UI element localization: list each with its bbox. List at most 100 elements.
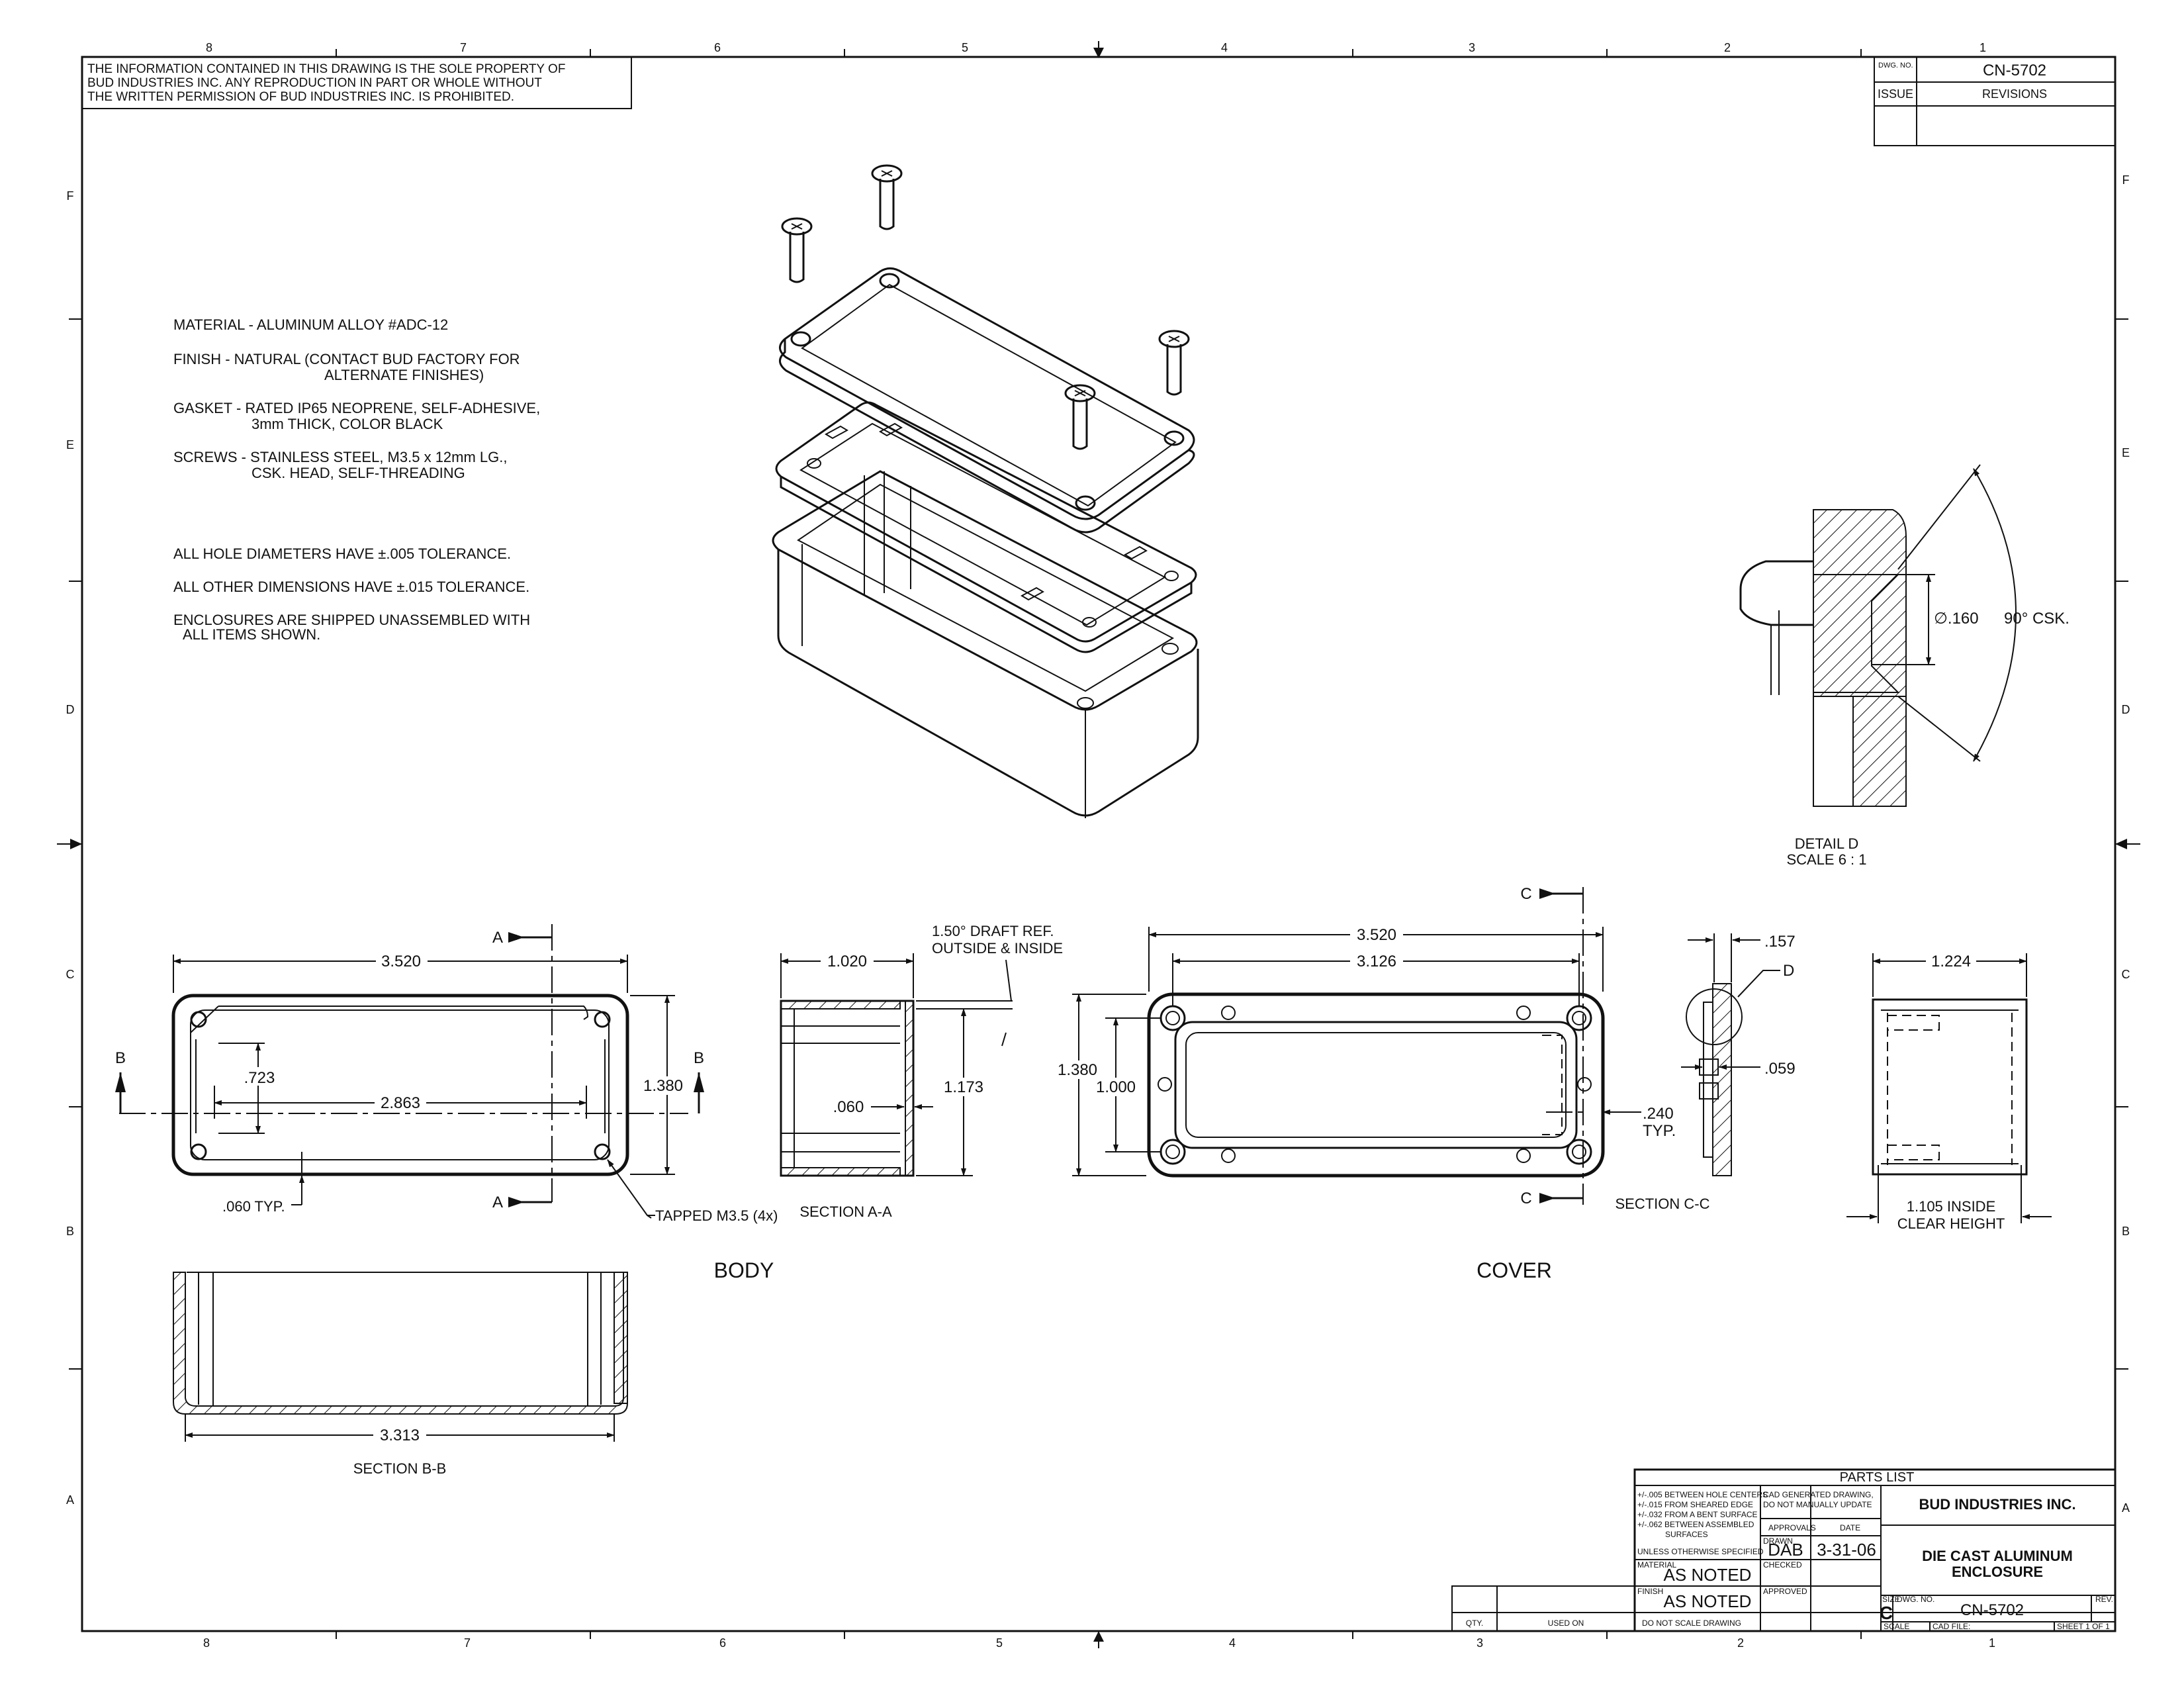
section-bb-label: SECTION B-B bbox=[353, 1460, 447, 1477]
cad-generated-note: DO NOT MANUALLY UPDATE bbox=[1763, 1500, 1872, 1509]
dwg-no-label: DWG. NO. bbox=[1897, 1595, 1934, 1604]
dim-cover-hole-spacing: 3.126 bbox=[1357, 953, 1396, 970]
sheet-size: C bbox=[1880, 1603, 1893, 1623]
finish-value: AS NOTED bbox=[1664, 1591, 1752, 1611]
cover-label: COVER bbox=[1477, 1258, 1552, 1282]
zone-row-left: B bbox=[66, 1225, 74, 1238]
zone-col-top: 3 bbox=[1469, 41, 1475, 54]
zone-labels: 8 7 6 5 4 3 2 1 8 7 6 5 4 3 2 1 F E D C … bbox=[66, 41, 2130, 1650]
enclosure-body bbox=[772, 470, 1199, 818]
notice-line: THE WRITTEN PERMISSION OF BUD INDUSTRIES… bbox=[87, 90, 514, 104]
dim-cover-height: 1.380 bbox=[1058, 1061, 1097, 1079]
used-on-label: USED ON bbox=[1548, 1618, 1584, 1628]
detail-d-scale: SCALE 6 : 1 bbox=[1786, 851, 1866, 868]
checked-label: CHECKED bbox=[1763, 1560, 1802, 1570]
detail-d-title: DETAIL D bbox=[1795, 835, 1859, 852]
clear-height-note-cont: CLEAR HEIGHT bbox=[1897, 1215, 2005, 1232]
section-b-b-view: 3.313 SECTION B-B bbox=[173, 1272, 628, 1477]
dim-body-723: .723 bbox=[244, 1069, 275, 1087]
tolerance-line: SURFACES bbox=[1665, 1530, 1708, 1539]
material-value: AS NOTED bbox=[1664, 1565, 1752, 1585]
section-a-a-view: 1.020 1.50° DRAFT REF. OUTSIDE & INSIDE … bbox=[780, 923, 1063, 1220]
notice-line: BUD INDUSTRIES INC. ANY REPRODUCTION IN … bbox=[87, 76, 542, 90]
zone-row-right: A bbox=[2122, 1501, 2130, 1515]
proprietary-notice: THE INFORMATION CONTAINED IN THIS DRAWIN… bbox=[81, 56, 632, 109]
detail-d-view: ∅.160 90° CSK. DETAIL D SCALE 6 : 1 bbox=[1739, 464, 2070, 868]
company-name: BUD INDUSTRIES INC. bbox=[1919, 1496, 2075, 1513]
revisions-label: REVISIONS bbox=[1982, 87, 2047, 101]
parts-list-heading: PARTS LIST bbox=[1840, 1470, 1915, 1485]
tolerance-line: +/-.062 BETWEEN ASSEMBLED bbox=[1637, 1520, 1754, 1529]
clear-height-note: 1.105 INSIDE bbox=[1907, 1198, 1996, 1215]
section-b-marker: B bbox=[694, 1049, 704, 1067]
drawn-date: 3-31-06 bbox=[1817, 1540, 1876, 1560]
dim-body-inner: 2.863 bbox=[381, 1094, 420, 1112]
screw bbox=[1158, 330, 1190, 396]
drawn-by: DAB bbox=[1768, 1540, 1803, 1560]
zone-col-top: 6 bbox=[714, 41, 721, 54]
general-notes: MATERIAL - ALUMINUM ALLOY #ADC-12 FINISH… bbox=[173, 316, 540, 643]
zone-col-bottom: 2 bbox=[1737, 1636, 1744, 1650]
dim-csk-diameter: ∅.160 bbox=[1934, 610, 1979, 628]
zone-col-top: 8 bbox=[206, 41, 212, 54]
dim-body-wall: .060 TYP. bbox=[222, 1198, 285, 1215]
section-c-marker: C bbox=[1520, 1190, 1531, 1207]
scale-label: SCALE bbox=[1884, 1622, 1909, 1631]
dwg-no-label: DWG. NO. bbox=[1878, 62, 1913, 70]
dim-cover-240: .240 bbox=[1643, 1105, 1674, 1123]
note-shipped: ENCLOSURES ARE SHIPPED UNASSEMBLED WITH bbox=[173, 612, 530, 628]
approved-label: APPROVED bbox=[1763, 1587, 1807, 1596]
zone-col-bottom: 8 bbox=[203, 1636, 210, 1650]
note-material: MATERIAL - ALUMINUM ALLOY #ADC-12 bbox=[173, 316, 448, 333]
dim-aa-1173: 1.173 bbox=[944, 1078, 983, 1096]
rev-label: REV. bbox=[2095, 1595, 2113, 1604]
cover-top-view: 3.520 3.126 1.380 1.000 .240 TYP. C C CO… bbox=[1054, 885, 1676, 1282]
drawing-title-cont: ENCLOSURE bbox=[1952, 1564, 2043, 1580]
note-gasket: GASKET - RATED IP65 NEOPRENE, SELF-ADHES… bbox=[173, 400, 540, 416]
zone-col-bottom: 7 bbox=[464, 1636, 471, 1650]
zone-row-left: E bbox=[66, 438, 74, 451]
zone-col-bottom: 3 bbox=[1477, 1636, 1483, 1650]
finish-label: FINISH bbox=[1637, 1587, 1663, 1596]
note-finish: FINISH - NATURAL (CONTACT BUD FACTORY FO… bbox=[173, 351, 520, 367]
approvals-label: APPROVALS bbox=[1768, 1523, 1816, 1532]
note-screws: SCREWS - STAINLESS STEEL, M3.5 x 12mm LG… bbox=[173, 449, 508, 465]
zone-row-right: B bbox=[2122, 1225, 2130, 1238]
size-label: SIZE bbox=[1882, 1595, 1900, 1604]
dim-csk-angle: 90° CSK. bbox=[2004, 610, 2070, 628]
zone-row-right: C bbox=[2122, 968, 2130, 981]
title-block: PARTS LIST +/-.005 BETWEEN HOLE CENTERS … bbox=[1451, 1468, 2116, 1632]
issue-label: ISSUE bbox=[1878, 87, 1913, 101]
end-view: 1.224 1.105 INSIDE CLEAR HEIGHT bbox=[1846, 952, 2052, 1232]
isometric-exploded-view bbox=[772, 164, 1199, 818]
zone-row-right: F bbox=[2122, 173, 2130, 187]
dim-cc-157: .157 bbox=[1764, 933, 1796, 951]
do-not-scale: DO NOT SCALE DRAWING bbox=[1642, 1618, 1741, 1628]
note-shipped-cont: ALL ITEMS SHOWN. bbox=[183, 626, 320, 643]
unless-specified: UNLESS OTHERWISE SPECIFIED bbox=[1637, 1547, 1764, 1556]
zone-col-bottom: 6 bbox=[719, 1636, 726, 1650]
draft-note: 1.50° DRAFT REF. bbox=[932, 923, 1054, 939]
revision-block: DWG. NO. CN-5702 ISSUE REVISIONS bbox=[1874, 56, 2116, 146]
dim-aa-depth: 1.020 bbox=[827, 953, 867, 970]
section-aa-label: SECTION A-A bbox=[799, 1203, 892, 1220]
section-c-marker: C bbox=[1520, 885, 1531, 903]
note-finish-cont: ALTERNATE FINISHES) bbox=[324, 367, 484, 383]
zone-row-right: D bbox=[2122, 703, 2130, 716]
section-a-marker: A bbox=[492, 1194, 503, 1211]
zone-row-left: A bbox=[66, 1493, 74, 1507]
cad-file-label: CAD FILE: bbox=[1933, 1622, 1970, 1631]
dim-body-height: 1.380 bbox=[643, 1077, 683, 1095]
detail-d-reference: D bbox=[1783, 962, 1794, 980]
tolerance-line: +/-.005 BETWEEN HOLE CENTERS bbox=[1637, 1490, 1768, 1499]
dim-cc-059: .059 bbox=[1764, 1060, 1796, 1078]
qty-label: QTY. bbox=[1466, 1618, 1483, 1628]
zone-col-top: 2 bbox=[1724, 41, 1731, 54]
note-gasket-cont: 3mm THICK, COLOR BLACK bbox=[251, 416, 443, 432]
zone-row-left: C bbox=[66, 968, 75, 981]
zone-row-left: D bbox=[66, 703, 75, 716]
cover-plate bbox=[779, 267, 1195, 534]
zone-col-top: 5 bbox=[962, 41, 968, 54]
drawn-label: DRAWN bbox=[1763, 1536, 1793, 1546]
dim-body-length: 3.520 bbox=[381, 953, 421, 970]
